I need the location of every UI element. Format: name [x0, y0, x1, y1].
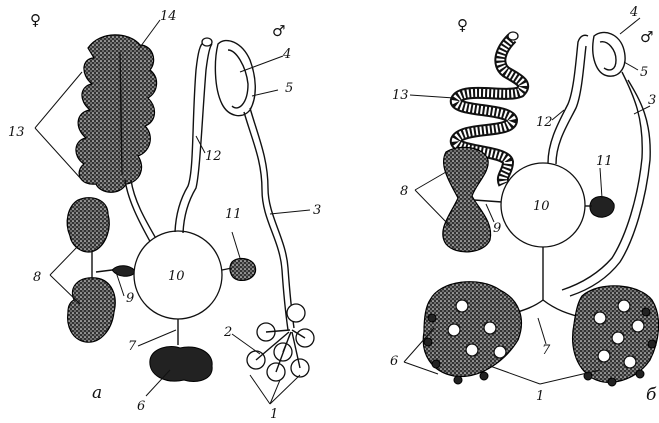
- label-11: 11: [225, 207, 242, 222]
- vagina-gland-a: [150, 347, 212, 382]
- label-7-b: 7: [542, 343, 551, 358]
- male-symbol-a: ♂: [272, 22, 285, 40]
- label-8-b: 8: [400, 184, 408, 199]
- label-9-b: 9: [493, 221, 501, 236]
- panel-b: ♀ ♂: [390, 5, 659, 405]
- label-4: 4: [282, 47, 291, 62]
- male-symbol-b: ♂: [640, 28, 653, 46]
- spermatheca-b: [590, 197, 614, 218]
- spermatheca-a: [230, 259, 256, 281]
- label-9: 9: [126, 291, 134, 306]
- label-13-b: 13: [392, 88, 409, 103]
- panel-label-b: б: [646, 385, 657, 405]
- label-1-b: 1: [536, 389, 544, 404]
- panel-a: ♀ ♂: [8, 9, 321, 422]
- label-11-b: 11: [596, 154, 613, 169]
- label-4-b: 4: [629, 5, 638, 20]
- gland-cluster-right-b: [573, 286, 659, 386]
- ovary-a: [76, 35, 157, 192]
- label-7: 7: [128, 339, 137, 354]
- label-6: 6: [137, 399, 145, 414]
- label-12-b: 12: [536, 115, 553, 130]
- gland-duct-a: [112, 266, 136, 277]
- label-14: 14: [160, 9, 177, 24]
- label-8: 8: [33, 270, 41, 285]
- label-6-b: 6: [390, 354, 398, 369]
- accessory-gland-b: [443, 147, 491, 252]
- label-10: 10: [168, 269, 185, 284]
- label-5-b: 5: [640, 65, 648, 80]
- label-10-b: 10: [533, 199, 550, 214]
- panel-label-a: a: [92, 383, 102, 403]
- label-5: 5: [285, 81, 293, 96]
- label-3: 3: [313, 203, 321, 218]
- label-2: 2: [223, 325, 232, 340]
- label-3-b: 3: [648, 93, 656, 108]
- label-13: 13: [8, 125, 25, 140]
- female-symbol-a: ♀: [30, 11, 41, 29]
- female-symbol-b: ♀: [457, 16, 468, 34]
- testes-a: [247, 304, 314, 381]
- gland-cluster-left-b: [423, 282, 521, 384]
- label-1: 1: [270, 407, 278, 422]
- label-12: 12: [205, 149, 222, 164]
